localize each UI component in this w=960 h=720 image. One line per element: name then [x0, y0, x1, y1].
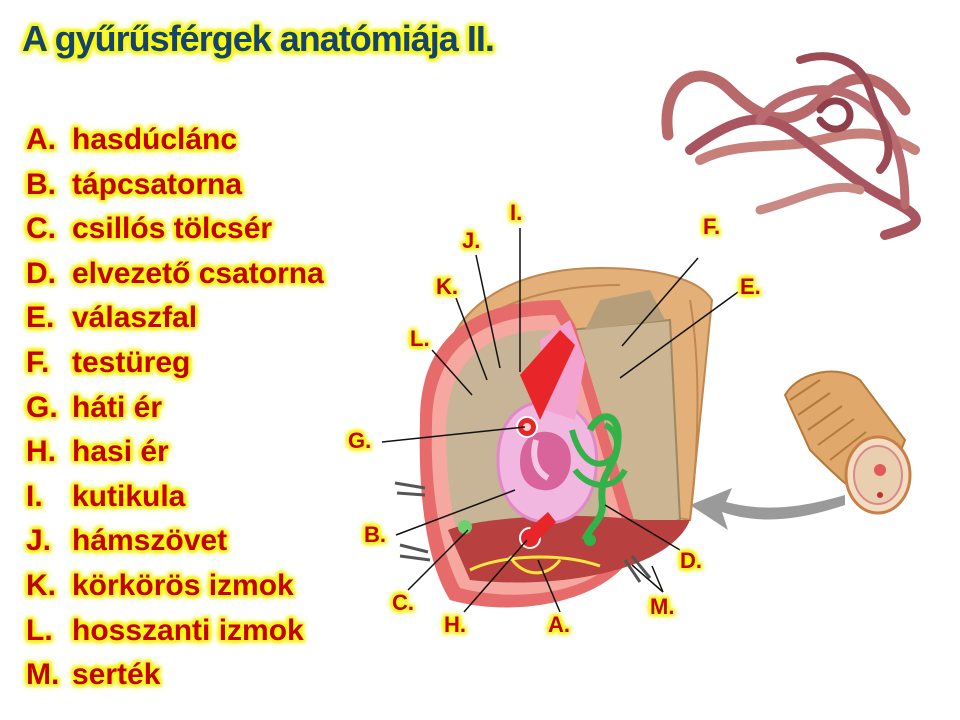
earthworm-photo [661, 52, 921, 240]
legend-text: hasi ér [72, 435, 169, 469]
label-F: F. [703, 214, 721, 239]
legend-letter: H. [26, 435, 56, 469]
label-K: K. [436, 274, 458, 299]
cross-section [394, 266, 714, 608]
legend-item: G. háti ér [26, 386, 324, 431]
legend-text: csillós tölcsér [72, 212, 273, 246]
label-L: L. [410, 326, 430, 351]
legend-letter: I. [26, 479, 43, 513]
label-A: A. [548, 612, 570, 637]
label-J: J. [462, 228, 481, 253]
legend-letter: G. [26, 390, 58, 424]
label-B: B. [364, 522, 386, 547]
legend-item: L. hosszanti izmok [26, 609, 324, 654]
legend-letter: K. [26, 568, 56, 602]
legend-item: B. tápcsatorna [26, 163, 324, 208]
label-D: D. [680, 548, 702, 573]
label-I: I. [510, 200, 523, 225]
legend-text: elvezető csatorna [72, 256, 324, 290]
arrow-icon [690, 488, 845, 530]
page-title: A gyűrűsférgek anatómiája II. [22, 18, 495, 59]
label-C: C. [392, 590, 414, 615]
legend-item: K. körkörös izmok [26, 564, 324, 609]
legend-item: D. elvezető csatorna [26, 252, 324, 297]
legend-item: C. csillós tölcsér [26, 207, 324, 252]
legend-text: hámszövet [72, 524, 228, 558]
legend-item: A. hasdúclánc [26, 118, 324, 163]
legend-text: kutikula [72, 479, 186, 513]
legend-item: J. hámszövet [26, 519, 324, 564]
legend-letter: C. [26, 212, 56, 246]
legend-letter: B. [26, 167, 56, 201]
legend-item: M. serték [26, 653, 324, 698]
legend-list: A. hasdúclánc B. tápcsatorna C. csillós töl… [26, 118, 324, 698]
legend-letter: F. [26, 345, 50, 379]
legend-text: serték [72, 658, 161, 692]
legend-text: körkörös izmok [72, 568, 294, 602]
legend-item: F. testüreg [26, 341, 324, 386]
label-G: G. [348, 428, 372, 453]
legend-text: tápcsatorna [72, 167, 243, 201]
leader-lines [381, 228, 739, 613]
legend-letter: D. [26, 256, 56, 290]
legend-text: háti ér [72, 390, 163, 424]
label-H: H. [444, 612, 466, 637]
legend-letter: A. [26, 123, 56, 156]
worm-segment-illustration [783, 370, 912, 515]
legend-item: I. kutikula [26, 475, 324, 520]
legend-text: válaszfal [72, 301, 198, 335]
legend-item: E. válaszfal [26, 296, 324, 341]
legend-letter: M. [26, 658, 60, 692]
legend-text: testüreg [72, 345, 191, 379]
legend-item: H. hasi ér [26, 430, 324, 475]
legend-text: hasdúclánc [72, 123, 238, 156]
legend-letter: L. [26, 613, 53, 647]
legend-letter: J. [26, 524, 52, 558]
legend-letter: E. [26, 301, 55, 335]
label-E: E. [740, 274, 761, 299]
label-M: M. [650, 594, 675, 619]
legend-text: hosszanti izmok [72, 613, 304, 647]
